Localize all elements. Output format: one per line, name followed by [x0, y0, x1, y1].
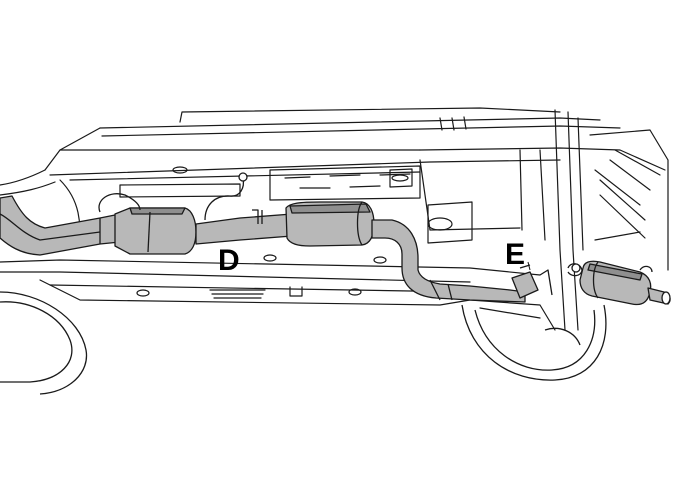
- rear-wheel: [461, 304, 607, 381]
- vehicle-underbody: [0, 107, 669, 331]
- callout-leaders: [527, 261, 531, 271]
- exhaust-system: [0, 172, 671, 306]
- wheels: [0, 291, 607, 395]
- front-wheel: [0, 301, 73, 383]
- callout-label-e: E: [505, 238, 526, 271]
- catalytic-converter: [114, 207, 197, 255]
- mid-pipe: [195, 213, 293, 245]
- callout-label-d: D: [218, 244, 240, 277]
- front-pipe: [0, 195, 121, 256]
- rear-pipe: [371, 219, 526, 303]
